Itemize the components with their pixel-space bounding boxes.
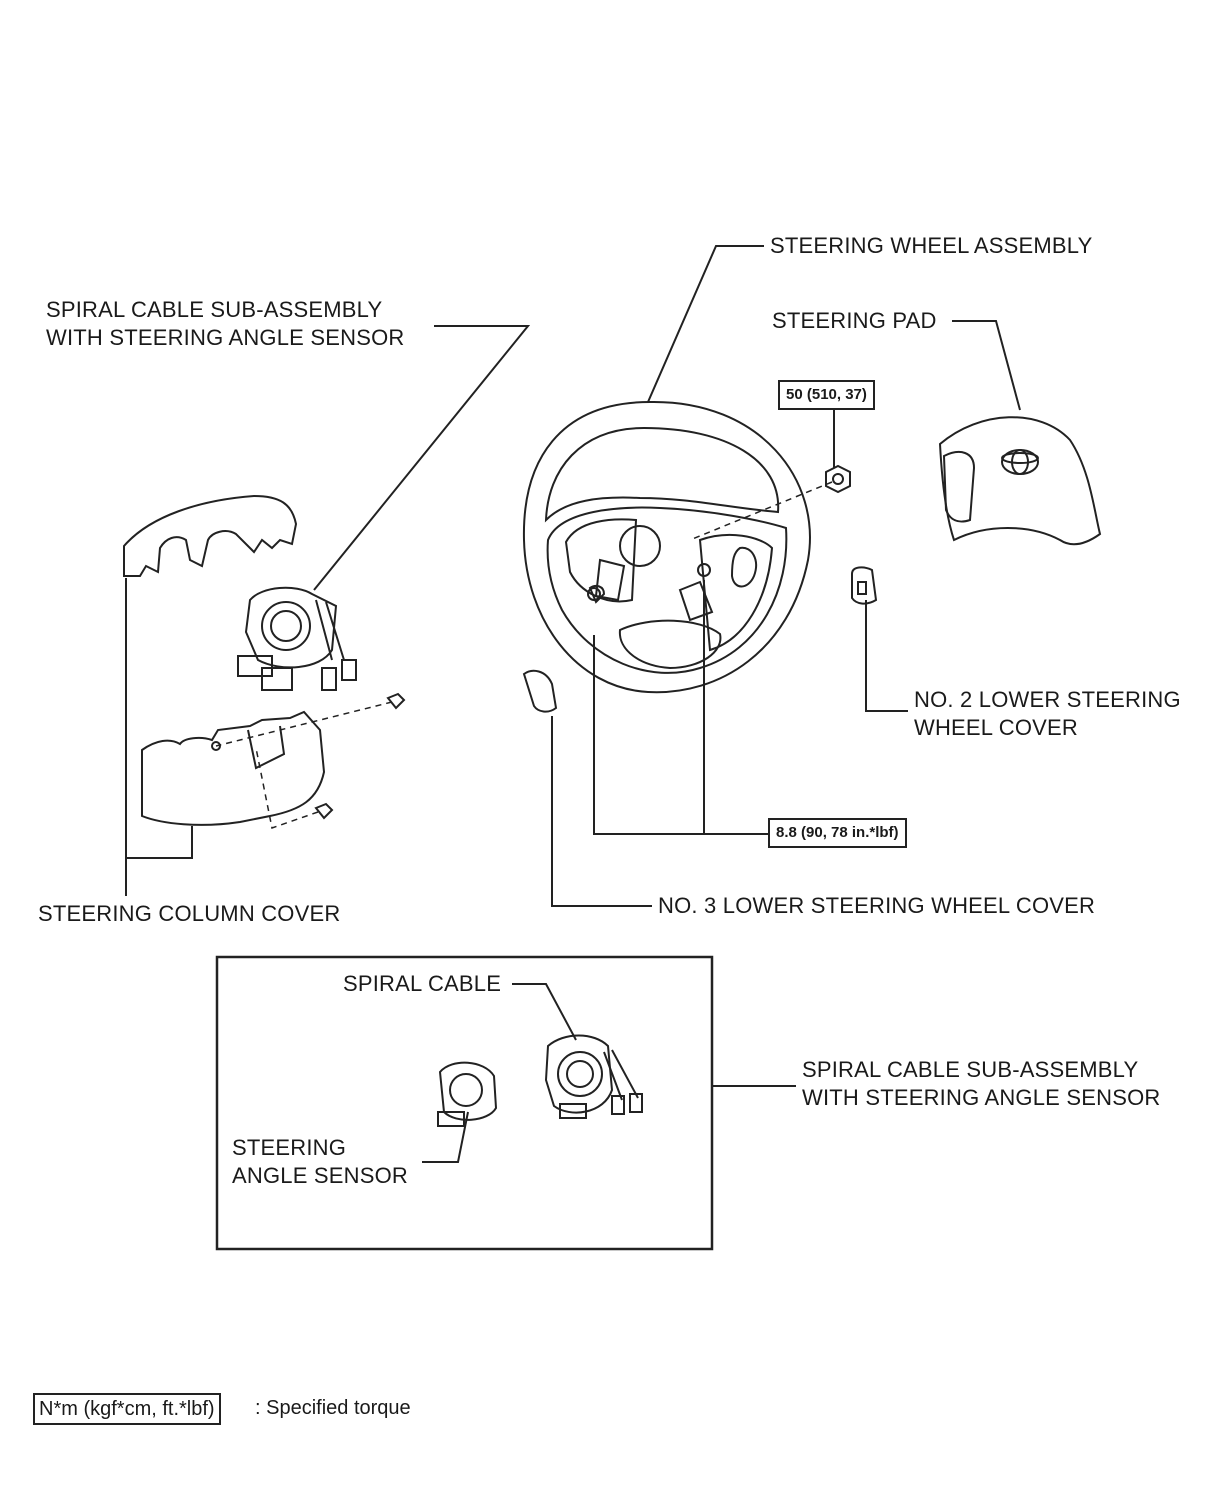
label-spiral-cable-sub-assembly-line1: SPIRAL CABLE SUB-ASSEMBLY (46, 297, 383, 322)
leader-steering-pad (952, 320, 1021, 411)
label-no2-lower-cover-line2: WHEEL COVER (914, 715, 1078, 740)
leader-no2-cover (865, 600, 908, 712)
label-no2-lower-cover-line1: NO. 2 LOWER STEERING (914, 687, 1181, 712)
label-steering-angle-sensor-line1: STEERING (232, 1135, 347, 1160)
lower-column-cover-drawing (141, 710, 326, 826)
dash-upper-screw (215, 701, 393, 747)
dash-lower-screw (255, 747, 319, 829)
leader-steering-wheel (647, 245, 764, 403)
steering-wheel-drawing (522, 400, 811, 694)
legend-specified-torque-text: : Specified torque (255, 1397, 411, 1419)
dash-nut-to-wheel (689, 481, 833, 541)
label-steering-pad: STEERING PAD (772, 308, 937, 333)
label-spiral-cable-sub-assembly-line2: WITH STEERING ANGLE SENSOR (46, 325, 405, 350)
nut-drawing (825, 464, 851, 494)
label-inset-sub-assembly-line1: SPIRAL CABLE SUB-ASSEMBLY (802, 1057, 1139, 1082)
label-spiral-cable: SPIRAL CABLE (343, 971, 502, 996)
label-steering-angle-sensor-line2: ANGLE SENSOR (232, 1163, 409, 1188)
spiral-cable-main-drawing (237, 586, 357, 691)
leader-no3-cover (551, 716, 652, 907)
label-steering-column-cover: STEERING COLUMN COVER (38, 901, 341, 926)
inset-angle-sensor-drawing (437, 1061, 498, 1127)
steering-pad-drawing (938, 416, 1102, 546)
leader-angle-sensor (422, 1111, 469, 1163)
inset-spiral-cable-drawing (544, 1034, 643, 1119)
leader-screws (593, 635, 768, 835)
torque-nut-box: 50 (510, 37) (778, 380, 875, 410)
label-inset-sub-assembly-line2: WITH STEERING ANGLE SENSOR (802, 1085, 1161, 1110)
leader-spiral-cable-inset (512, 983, 577, 1041)
label-no3-lower-cover: NO. 3 LOWER STEERING WHEEL COVER (658, 893, 1096, 918)
torque-screws-box: 8.8 (90, 78 in.*lbf) (768, 818, 907, 848)
leader-spiral-cable-assembly (313, 325, 531, 591)
screw-drawings (314, 692, 406, 820)
legend-torque-units-box: N*m (kgf*cm, ft.*lbf) (33, 1393, 221, 1425)
no2-lower-cover-drawing (851, 566, 878, 605)
no3-lower-cover-drawing (522, 669, 558, 713)
leader-column-cover-lower (126, 826, 193, 859)
upper-column-cover-drawing (123, 494, 298, 577)
label-steering-wheel-assembly: STEERING WHEEL ASSEMBLY (770, 233, 1093, 258)
inset-frame (215, 955, 714, 1251)
